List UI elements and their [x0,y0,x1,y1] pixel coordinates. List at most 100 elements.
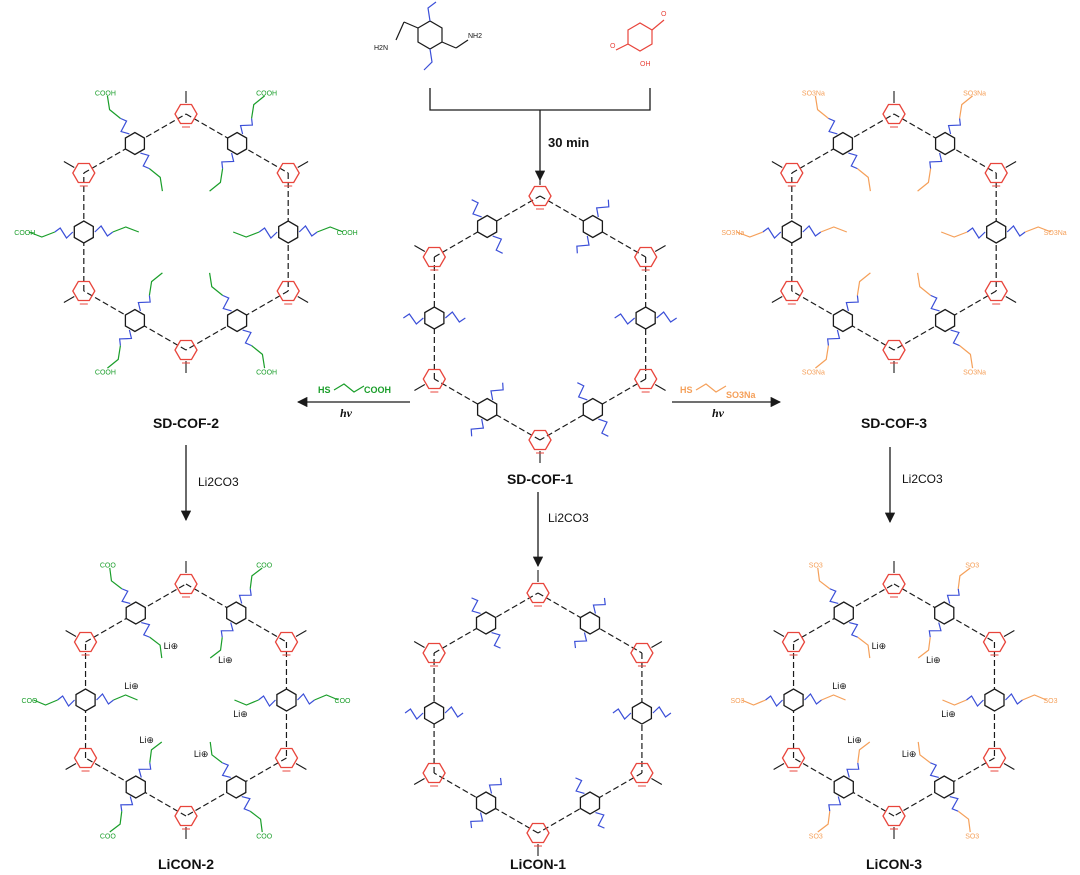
extension-bond [771,161,783,168]
lithium-ion-label: Li⊕ [233,709,248,719]
functional-chain [249,810,263,833]
allyl-chain [471,199,482,218]
aldehyde-ring [984,280,1008,302]
allyl-chain [220,622,234,638]
functional-chain [817,567,831,590]
allyl-chain [492,235,503,254]
functional-chain [959,345,974,369]
thiol-hs-label-2: HS [680,385,693,395]
lithium-ion-label: Li⊕ [139,735,154,745]
hydrazide-ring [226,308,248,333]
extension-bond [413,641,425,648]
functional-chain [917,272,931,296]
li2co3-arrow-right: Li2CO3 [884,447,943,524]
functional-chain [148,272,163,296]
extension-bond [1003,763,1015,770]
extension-bond [654,245,666,252]
lithium-ion-label: Li⊕ [832,681,847,691]
aldehyde-monomer: O OH O [610,11,667,68]
functional-chain [209,637,223,659]
chain-end-label: COOH [95,370,116,377]
aldehyde-oh: OH [640,61,651,68]
aldehyde-o-2: O [610,43,616,50]
nh2-label: NH2 [468,33,482,40]
hydrazide-ring [475,611,497,635]
hydrazide-ring [424,306,445,330]
aldehyde-ring [174,339,198,361]
thiol-hs-label: HS [318,385,331,395]
extension-bond [63,161,75,168]
functional-chain [209,741,223,764]
chain-end-label: COO [335,698,352,705]
hydrazide-ring [934,775,955,799]
chain-end-label: COOH [14,230,35,237]
chain-end-label: SO3Na [963,90,986,97]
extension-bond [297,161,309,168]
label-sd-cof-1: SD-COF-1 [507,471,573,487]
functional-chain [251,345,266,369]
allyl-chain [826,329,841,346]
label-sd-cof-3: SD-COF-3 [861,415,927,431]
allyl-chain [96,693,114,705]
functional-chain [232,231,260,238]
li2co3-label-left: Li2CO3 [198,475,239,489]
hydrazide-ring [579,611,601,635]
allyl-chain [612,708,632,720]
functional-chain [957,810,971,833]
thiol-cooh-label: COOH [364,385,391,395]
allyl-chain [849,621,859,638]
chain-end-label: SO3 [809,563,823,570]
aldehyde-ring [422,762,446,784]
allyl-chain [120,796,134,812]
allyl-chain [966,695,984,707]
allyl-chain [488,777,502,794]
aldehyde-ring [73,631,98,653]
extension-bond [771,296,783,303]
aldehyde-ring [276,162,300,184]
allyl-chain [930,294,940,312]
hv-right: hv [712,406,725,420]
allyl-chain [118,329,133,346]
lithium-ion-label: Li⊕ [218,655,233,665]
allyl-chain [222,294,232,312]
hydrazide-ring [124,131,146,156]
lithium-ion-label: Li⊕ [847,735,862,745]
allyl-chain [470,812,484,829]
allyl-chain [950,329,960,347]
allyl-chain [444,311,466,323]
aldehyde-ring [73,747,98,769]
functional-chain [249,567,263,589]
condensation-arrow: 30 min [429,88,651,182]
extension-bond [414,245,426,252]
lithium-ion-label: Li⊕ [872,641,887,651]
aldehyde-ring [274,631,299,653]
hydrazide-ring [934,131,956,156]
allyl-chain [241,795,251,812]
label-licon-3: LiCON-3 [866,856,922,872]
aldehyde-ring [630,762,654,784]
li2co3-label-center: Li2CO3 [548,511,589,525]
hydrazide-ring [635,306,656,330]
allyl-chain [848,152,858,170]
hydrazide-ring [476,214,498,239]
li2co3-arrow-left: Li2CO3 [180,445,239,522]
allyl-chain [491,631,501,649]
hydrazide-ring [124,308,146,333]
chain-end-label: COO [256,834,273,841]
chain-end-label: SO3 [730,698,744,705]
aldehyde-ring [528,429,552,451]
allyl-chain [828,117,838,135]
hydrazone-linkage [539,378,646,441]
extension-bond [295,630,307,637]
chain-end-label: COO [100,563,117,570]
aldehyde-ring [422,642,446,664]
functional-chain [316,226,344,233]
extension-bond [654,384,666,391]
aldehyde-ring [780,280,804,302]
hydrazide-ring [582,214,604,239]
functional-chain [33,699,58,706]
allyl-chain [137,295,151,312]
allyl-chain [595,199,610,218]
